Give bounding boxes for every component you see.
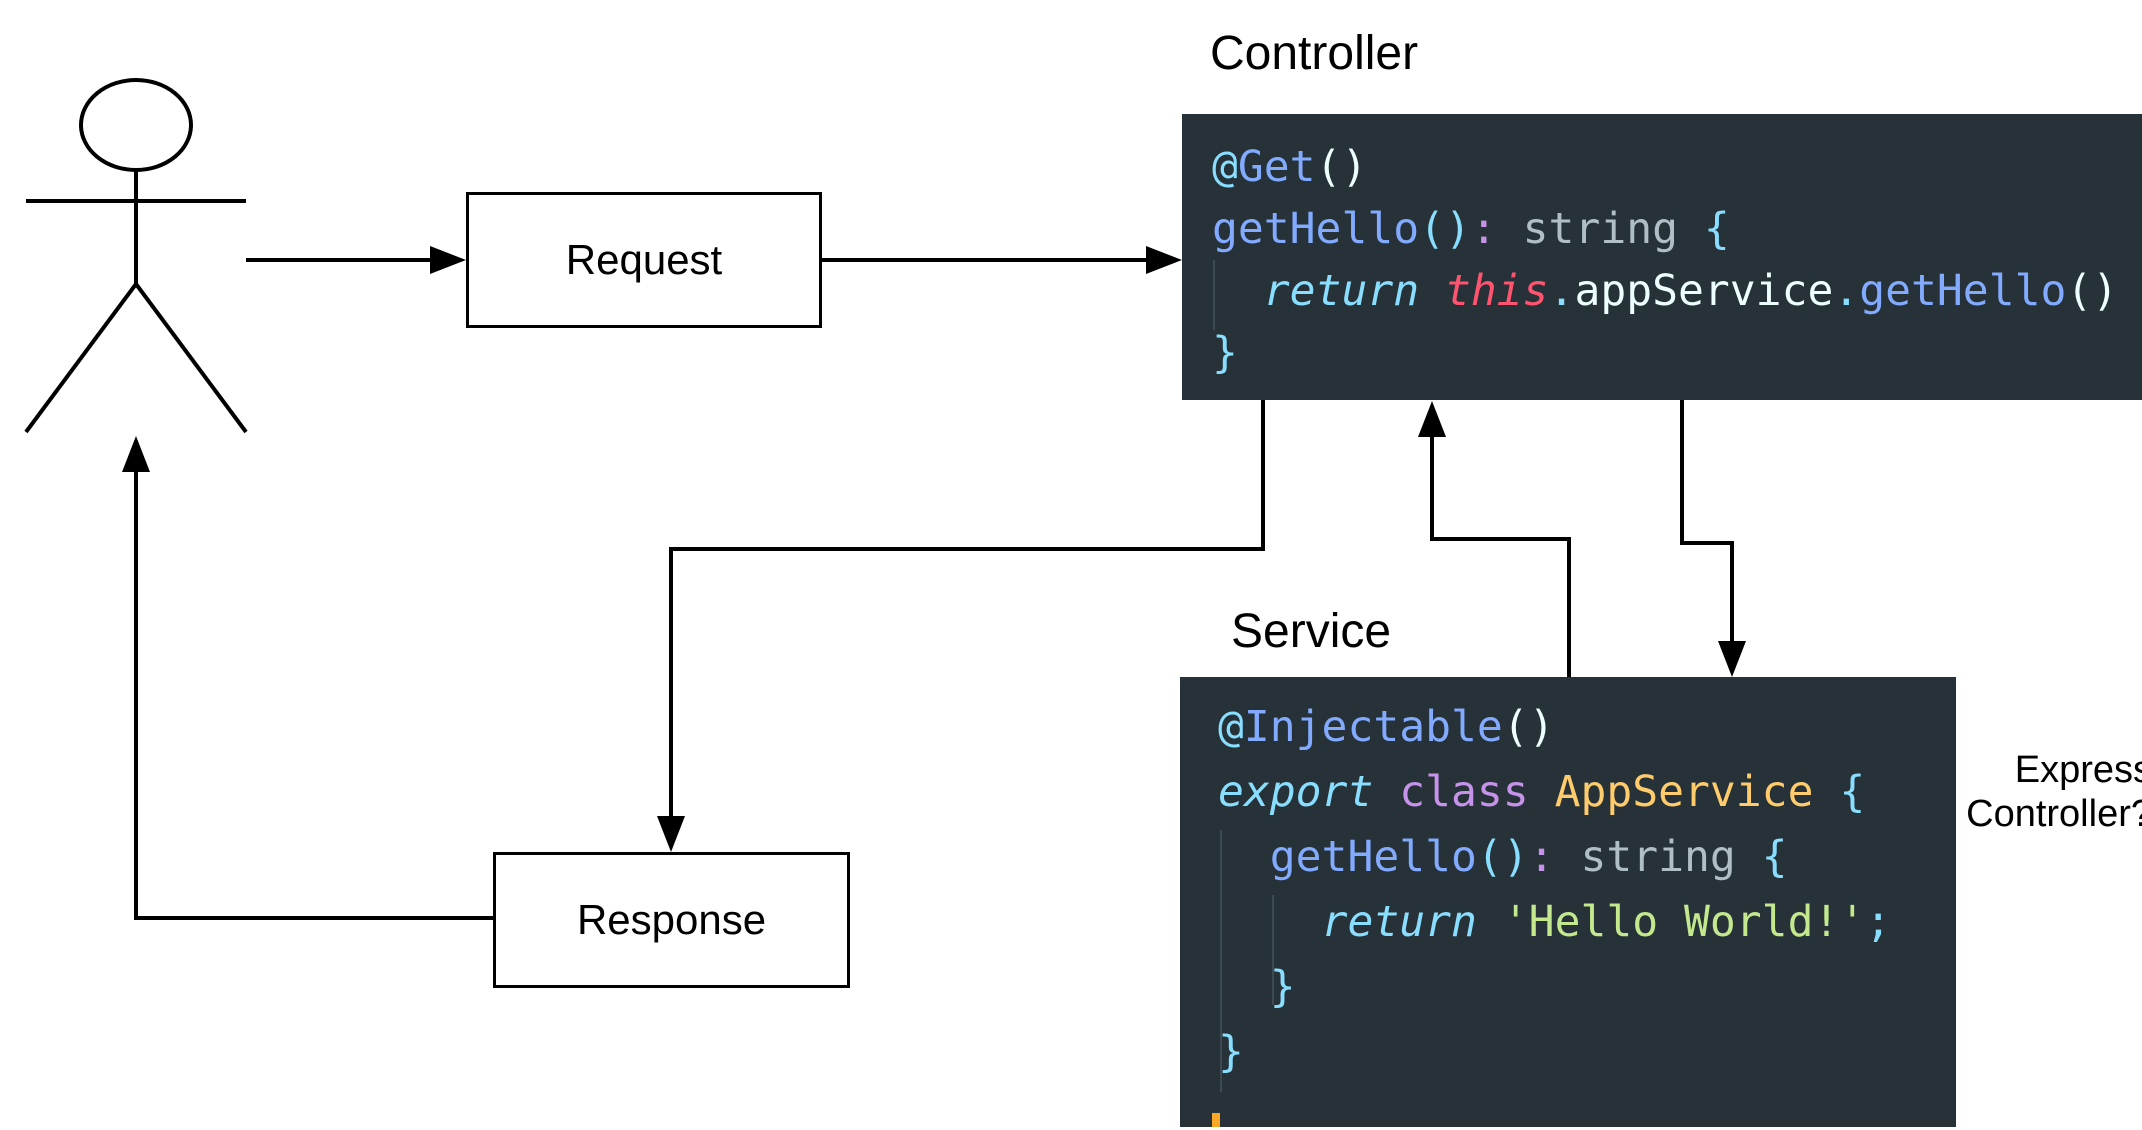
code-token: return bbox=[1321, 897, 1477, 947]
arrowhead-service-to-controller bbox=[1418, 401, 1446, 437]
response-box: Response bbox=[493, 852, 850, 988]
arrow-service-to-controller bbox=[1430, 435, 1571, 677]
code-token: : bbox=[1528, 832, 1555, 882]
code-line: } bbox=[1218, 955, 1956, 1020]
arrow-controller-to-service bbox=[1680, 400, 1734, 645]
code-token: ; bbox=[1865, 897, 1892, 947]
arrowhead-controller-to-response bbox=[657, 816, 685, 852]
indent-guide bbox=[1272, 895, 1274, 1005]
controller-label: Controller bbox=[1210, 27, 1419, 80]
code-token: () bbox=[1502, 702, 1555, 752]
code-token: . bbox=[1548, 266, 1575, 316]
code-line: return 'Hello World!'; bbox=[1218, 890, 1956, 955]
code-token: getHello bbox=[1859, 266, 2067, 316]
code-token: @ bbox=[1212, 142, 1238, 192]
code-token: { bbox=[1839, 767, 1866, 817]
code-token: . bbox=[1833, 266, 1860, 316]
code-token: () bbox=[1419, 204, 1471, 254]
code-token: } bbox=[1269, 962, 1296, 1012]
code-token bbox=[1419, 266, 1445, 316]
code-token: string bbox=[1496, 204, 1704, 254]
code-line: } bbox=[1212, 322, 2142, 384]
arrowhead-response-to-user bbox=[122, 436, 150, 472]
code-token bbox=[1218, 897, 1322, 947]
code-token bbox=[1813, 767, 1839, 817]
code-token: { bbox=[1761, 832, 1788, 882]
code-token: } bbox=[1218, 1027, 1244, 1077]
code-line: getHello(): string { bbox=[1212, 198, 2142, 260]
code-line: } bbox=[1218, 1020, 1956, 1085]
code-token: Get bbox=[1237, 142, 1316, 192]
code-token bbox=[1373, 767, 1399, 817]
service-code-block: @Injectable()export class AppService { g… bbox=[1180, 677, 1956, 1127]
stick-figure-head bbox=[79, 78, 193, 172]
code-token: getHello bbox=[1269, 832, 1477, 882]
code-token: () bbox=[1476, 832, 1529, 882]
side-note-line1: Express bbox=[2014, 749, 2142, 791]
code-token: this bbox=[1445, 266, 1549, 316]
code-line: export class AppService { bbox=[1218, 760, 1956, 825]
code-token: Injectable bbox=[1243, 702, 1503, 752]
code-token: getHello bbox=[1212, 204, 1420, 254]
code-token: { bbox=[1703, 204, 1730, 254]
code-token: class bbox=[1399, 767, 1529, 817]
code-line: @Get() bbox=[1212, 136, 2142, 198]
code-line: @Injectable() bbox=[1218, 695, 1956, 760]
stick-figure-right-leg bbox=[134, 282, 248, 434]
code-token: 'Hello World!' bbox=[1502, 897, 1866, 947]
code-token: : bbox=[1470, 204, 1497, 254]
arrow-response-to-user bbox=[134, 470, 493, 920]
cursor-tick bbox=[1212, 1113, 1220, 1127]
code-token: () bbox=[2066, 266, 2119, 316]
code-token: string bbox=[1554, 832, 1762, 882]
arrow-controller-to-response bbox=[669, 400, 1265, 820]
code-token bbox=[1218, 962, 1270, 1012]
code-token bbox=[1212, 266, 1264, 316]
response-box-label: Response bbox=[576, 896, 767, 943]
arrowhead-user-to-request bbox=[430, 246, 466, 274]
code-token: () bbox=[1315, 142, 1368, 192]
indent-guide bbox=[1220, 830, 1222, 1092]
code-token: @ bbox=[1218, 702, 1244, 752]
request-box-label: Request bbox=[565, 236, 723, 283]
side-note-line2: Controller? bbox=[1966, 793, 2142, 835]
stick-figure-left-leg bbox=[24, 282, 138, 434]
controller-code-block: @Get()getHello(): string { return this.a… bbox=[1182, 114, 2142, 400]
code-token: AppService bbox=[1554, 767, 1814, 817]
service-label: Service bbox=[1231, 605, 1392, 658]
arrowhead-request-to-controller bbox=[1146, 246, 1182, 274]
side-note: Express Controller? bbox=[1966, 748, 2142, 836]
arrowhead-controller-to-service bbox=[1718, 641, 1746, 677]
code-token bbox=[1477, 897, 1503, 947]
code-token: return bbox=[1263, 266, 1420, 316]
code-token: } bbox=[1212, 328, 1238, 378]
indent-guide bbox=[1213, 260, 1215, 330]
code-line: return this.appService.getHello() bbox=[1212, 260, 2142, 322]
request-box: Request bbox=[466, 192, 822, 328]
code-token: export bbox=[1218, 767, 1374, 817]
code-line: getHello(): string { bbox=[1218, 825, 1956, 890]
code-token: appService bbox=[1574, 266, 1834, 316]
code-token bbox=[1529, 767, 1555, 817]
code-token bbox=[1218, 832, 1270, 882]
